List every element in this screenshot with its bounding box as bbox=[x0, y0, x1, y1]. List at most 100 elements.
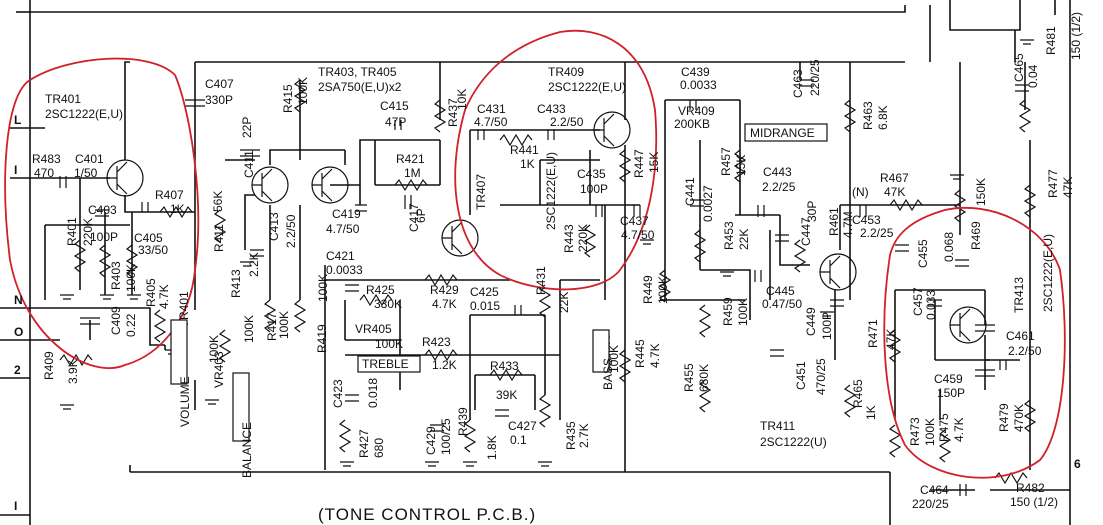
r473-ref: R473 bbox=[908, 417, 922, 446]
vr401-value: 100K bbox=[207, 335, 221, 363]
r465-value: 1K bbox=[864, 405, 878, 420]
c445-ref: C445 bbox=[766, 284, 795, 298]
midrange-label-box bbox=[744, 123, 828, 142]
r469-value: 150K bbox=[974, 178, 988, 206]
r443-value: 220K bbox=[576, 224, 590, 252]
page-title: (TONE CONTROL P.C.B.) bbox=[318, 505, 536, 524]
bass-label: BASS bbox=[601, 358, 615, 390]
c433-value: 2.2/50 bbox=[550, 115, 584, 129]
terminal-label-i: I bbox=[14, 163, 17, 177]
r459-ref: R459 bbox=[721, 297, 735, 326]
c447-value: 30P bbox=[805, 201, 819, 222]
terminal-label-o: O bbox=[14, 325, 23, 339]
r403-ref: R403 bbox=[109, 261, 123, 290]
c453-value: 2.2/25 bbox=[860, 226, 894, 240]
r479-ref: R479 bbox=[997, 403, 1011, 432]
tr403-405-part: 2SA750(E,U)x2 bbox=[318, 80, 402, 94]
c435-value: 100P bbox=[580, 182, 608, 196]
c449-ref: C449 bbox=[804, 307, 818, 336]
c415-value: 47P bbox=[385, 115, 406, 129]
r482-ref: R482 bbox=[1016, 481, 1045, 495]
c417-value: 6P bbox=[414, 208, 428, 223]
c425-ref: C425 bbox=[470, 285, 499, 299]
r455-value: 680K bbox=[697, 364, 711, 392]
r427-ref: R427 bbox=[357, 429, 371, 458]
c429-ref: C429 bbox=[424, 426, 438, 455]
vr403-ref: VR403 bbox=[212, 351, 226, 388]
c441-value: 0.0027 bbox=[701, 185, 715, 222]
r457-ref: R457 bbox=[719, 147, 733, 176]
r409-value: 3.9K bbox=[66, 359, 80, 384]
r439-value: 1.8K bbox=[485, 435, 499, 460]
c413-ref: C413 bbox=[267, 212, 281, 241]
tr411-part: 2SC1222(U) bbox=[760, 435, 827, 449]
r413-ref: R413 bbox=[229, 269, 243, 298]
c427-ref: C427 bbox=[508, 419, 537, 433]
c409-value: 0.22 bbox=[124, 313, 138, 337]
tr409-ref: TR409 bbox=[548, 65, 584, 79]
c417-ref: C417 bbox=[407, 203, 421, 232]
c427-value: 0.1 bbox=[510, 433, 527, 447]
c433-ref: C433 bbox=[537, 102, 566, 116]
r455-ref: R455 bbox=[682, 363, 696, 392]
r413-value: 2.2K bbox=[247, 252, 261, 277]
r461-value: 4.7M bbox=[841, 211, 855, 238]
r459-value: 100K bbox=[736, 298, 750, 326]
vr409-value: 200KB bbox=[674, 117, 710, 131]
c457-value: 0.033 bbox=[924, 290, 938, 320]
c441-ref: C441 bbox=[683, 177, 697, 206]
c405-ref: C405 bbox=[134, 231, 163, 245]
balance-label: BALANCE bbox=[240, 422, 254, 478]
r437-value: 10K bbox=[455, 89, 469, 110]
c431-ref: C431 bbox=[477, 102, 506, 116]
r431-ref: R431 bbox=[534, 266, 548, 295]
r401-value: 220K bbox=[81, 218, 95, 246]
tr409-part: 2SC1222(E,U) bbox=[548, 80, 626, 94]
r449-ref: R449 bbox=[641, 275, 655, 304]
tr407-part: 2SC1222(E,U) bbox=[544, 152, 558, 230]
r469-ref: R469 bbox=[969, 221, 983, 250]
capacitor-symbols bbox=[59, 79, 1029, 496]
r447-value: 15K bbox=[647, 152, 661, 173]
r483-ref: R483 bbox=[32, 152, 61, 166]
vr401-ref: VR401 bbox=[177, 291, 191, 328]
r463-ref: R463 bbox=[861, 101, 875, 130]
c461-value: 2.2/50 bbox=[1008, 344, 1042, 358]
tr411-ref: TR411 bbox=[760, 419, 795, 433]
r403-value: 100K bbox=[124, 264, 138, 292]
c429-value: 100/25 bbox=[439, 418, 453, 455]
volume-label-box bbox=[170, 319, 188, 385]
tr401-part: 2SC1222(E,U) bbox=[45, 107, 123, 121]
transistor-symbols bbox=[106, 111, 987, 344]
r423-value: 1.2K bbox=[432, 358, 457, 372]
r457-value: 15K bbox=[734, 155, 748, 176]
r407-value: 1K bbox=[170, 202, 185, 216]
r437-ref: R437 bbox=[446, 98, 460, 127]
r421-ref: R421 bbox=[396, 152, 425, 166]
c425-value: 0.015 bbox=[470, 299, 500, 313]
r421-value: 1M bbox=[404, 166, 421, 180]
c407-value: 330P bbox=[205, 93, 233, 107]
component-labels: R483 470 C401 1/50 R401 220K C403 100P R… bbox=[32, 12, 1083, 511]
r467-value: 47K bbox=[884, 185, 905, 199]
tr407-ref: TR407 bbox=[474, 174, 488, 210]
vr405-value: 100K bbox=[375, 337, 403, 351]
c413-value: 2.2/50 bbox=[284, 214, 298, 248]
r427-value: 680 bbox=[372, 438, 386, 458]
r417-value: 100K bbox=[277, 311, 291, 339]
r461-ref: R461 bbox=[827, 207, 841, 236]
c439-ref: C439 bbox=[681, 65, 710, 79]
r465-ref: R465 bbox=[851, 379, 865, 408]
c403-value: 100P bbox=[90, 230, 118, 244]
r445-ref: R445 bbox=[633, 339, 647, 368]
r419-ref: R419 bbox=[315, 324, 329, 353]
r419-value: 100K bbox=[316, 274, 330, 302]
r473-value: 100K bbox=[923, 418, 937, 446]
r411-ref: R411 bbox=[212, 224, 226, 252]
c459-ref: C459 bbox=[934, 372, 963, 386]
r401-ref: R401 bbox=[65, 217, 79, 246]
r433-value: 39K bbox=[496, 388, 517, 402]
c423-ref: C423 bbox=[331, 379, 345, 408]
r417-ref: R417 bbox=[265, 312, 279, 341]
vr403-value: 100K bbox=[242, 315, 256, 343]
